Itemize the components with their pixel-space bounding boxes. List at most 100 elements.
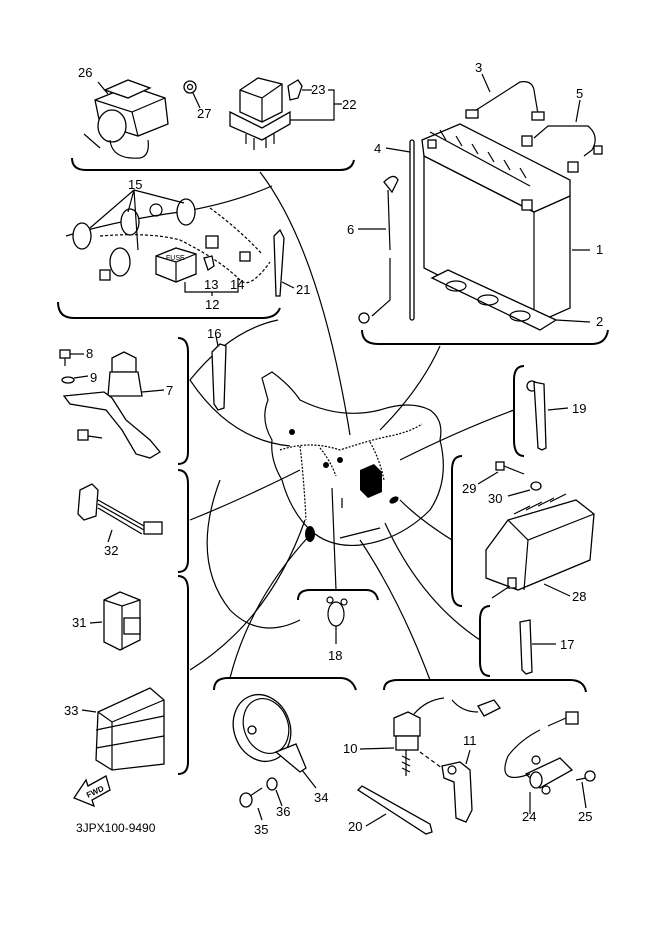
part-35-bolt	[239, 787, 263, 821]
bracket-battery	[361, 329, 609, 345]
part-9-washer	[61, 375, 89, 384]
callout-36: 36	[276, 804, 290, 819]
part-21-cable-tie	[273, 228, 285, 297]
callout-28: 28	[572, 589, 586, 604]
callout-32: 32	[104, 543, 118, 558]
callout-9: 9	[90, 370, 97, 385]
part-12-fuse-box: FUSE	[155, 247, 197, 283]
callout-25: 25	[578, 809, 592, 824]
bracket-band	[513, 365, 525, 457]
leader-curve	[331, 487, 337, 591]
part-26-ignition-coil	[83, 79, 169, 159]
callout-3: 3	[475, 60, 482, 75]
part-8-bolt	[59, 349, 84, 366]
part-30-washer	[507, 481, 542, 497]
connector-blob	[337, 457, 343, 463]
callout-12: 12	[205, 297, 219, 312]
callout-1: 1	[596, 242, 603, 257]
bracket-clip	[297, 589, 379, 601]
part-16-cable-tie	[211, 335, 227, 411]
callout-lines-top-left	[97, 81, 342, 121]
callout-10: 10	[343, 741, 357, 756]
part-24-sensor	[504, 711, 579, 814]
callout-labels: 26 27 23 22 3 5 4 6 1 2 15 13 14 12 21 1…	[64, 60, 603, 837]
callout-26: 26	[78, 65, 92, 80]
frame-body	[261, 371, 444, 547]
leader-curve	[359, 539, 431, 681]
callout-11: 11	[463, 733, 477, 748]
connector-blob	[323, 462, 329, 468]
part-6-ground-lead	[358, 175, 399, 324]
leader-curve	[189, 519, 306, 671]
leader-curve	[229, 534, 311, 679]
callout-8: 8	[86, 346, 93, 361]
leader-curve	[399, 409, 515, 461]
bracket-top-left	[71, 157, 355, 171]
fuse-box-text: FUSE	[166, 255, 185, 262]
leader-curve	[189, 469, 301, 521]
callout-27: 27	[197, 106, 211, 121]
callout-13: 13	[204, 277, 218, 292]
connector-blob	[389, 496, 399, 504]
connector	[99, 269, 111, 281]
part-17-cable-tie	[519, 619, 556, 675]
part-22-starter-relay	[229, 77, 291, 150]
part-27-nut	[183, 80, 201, 109]
bracket-main-switch	[177, 337, 189, 465]
bracket-cable-tie	[479, 605, 491, 677]
callout-31: 31	[72, 615, 86, 630]
callout-23: 23	[311, 82, 325, 97]
frame-harness-center	[261, 371, 444, 547]
callout-21: 21	[296, 282, 310, 297]
part-23-relay-fuse	[287, 79, 303, 101]
part-10-neutral-switch	[359, 697, 501, 776]
harness-rod	[339, 527, 381, 539]
group-brackets	[57, 157, 609, 775]
part-34-horn	[232, 693, 317, 789]
part-28-rectifier-regulator	[485, 493, 595, 599]
part-18-wire-clip	[326, 596, 348, 644]
callout-30: 30	[488, 491, 502, 506]
wire-harness-branch	[299, 445, 307, 521]
part-7-main-switch	[62, 351, 161, 459]
part-14-fuse-cap	[239, 251, 251, 262]
bracket-harness	[57, 301, 281, 319]
callout-29: 29	[462, 481, 476, 496]
callout-4: 4	[374, 141, 381, 156]
callout-7: 7	[166, 383, 173, 398]
callout-16: 16	[207, 326, 221, 341]
callout-34: 34	[314, 790, 328, 805]
connector	[205, 235, 219, 249]
leader-curves	[189, 171, 515, 681]
callout-2: 2	[596, 314, 603, 329]
callout-22: 22	[342, 97, 356, 112]
part-4-breather-hose	[409, 139, 415, 321]
part-36-washer	[266, 777, 283, 807]
callout-17: 17	[560, 637, 574, 652]
part-33-cdi-unit	[81, 687, 165, 771]
part-11-bracket	[441, 749, 473, 823]
callout-6: 6	[347, 222, 354, 237]
leader-curve	[399, 499, 453, 541]
leader-curve	[379, 345, 441, 431]
callout-lines-harness	[184, 278, 295, 296]
part-29-bolt	[477, 461, 525, 485]
callout-24: 24	[522, 809, 536, 824]
callout-15: 15	[128, 177, 142, 192]
bracket-rectifier	[451, 455, 463, 607]
bracket-horn	[213, 677, 357, 691]
fwd-arrow-icon: FWD	[73, 775, 111, 808]
connector-blob	[305, 526, 315, 542]
part-3-strap	[465, 81, 545, 121]
callout-5: 5	[576, 86, 583, 101]
wire-harness-branch	[319, 447, 337, 477]
catalog-code: 3JPX100-9490	[76, 821, 156, 835]
callout-33: 33	[64, 703, 78, 718]
callout-14: 14	[230, 277, 244, 292]
part-20-cable-tie	[356, 785, 433, 835]
leader-curve	[384, 522, 481, 641]
callout-20: 20	[348, 819, 362, 834]
battery-box-shape	[360, 464, 382, 498]
